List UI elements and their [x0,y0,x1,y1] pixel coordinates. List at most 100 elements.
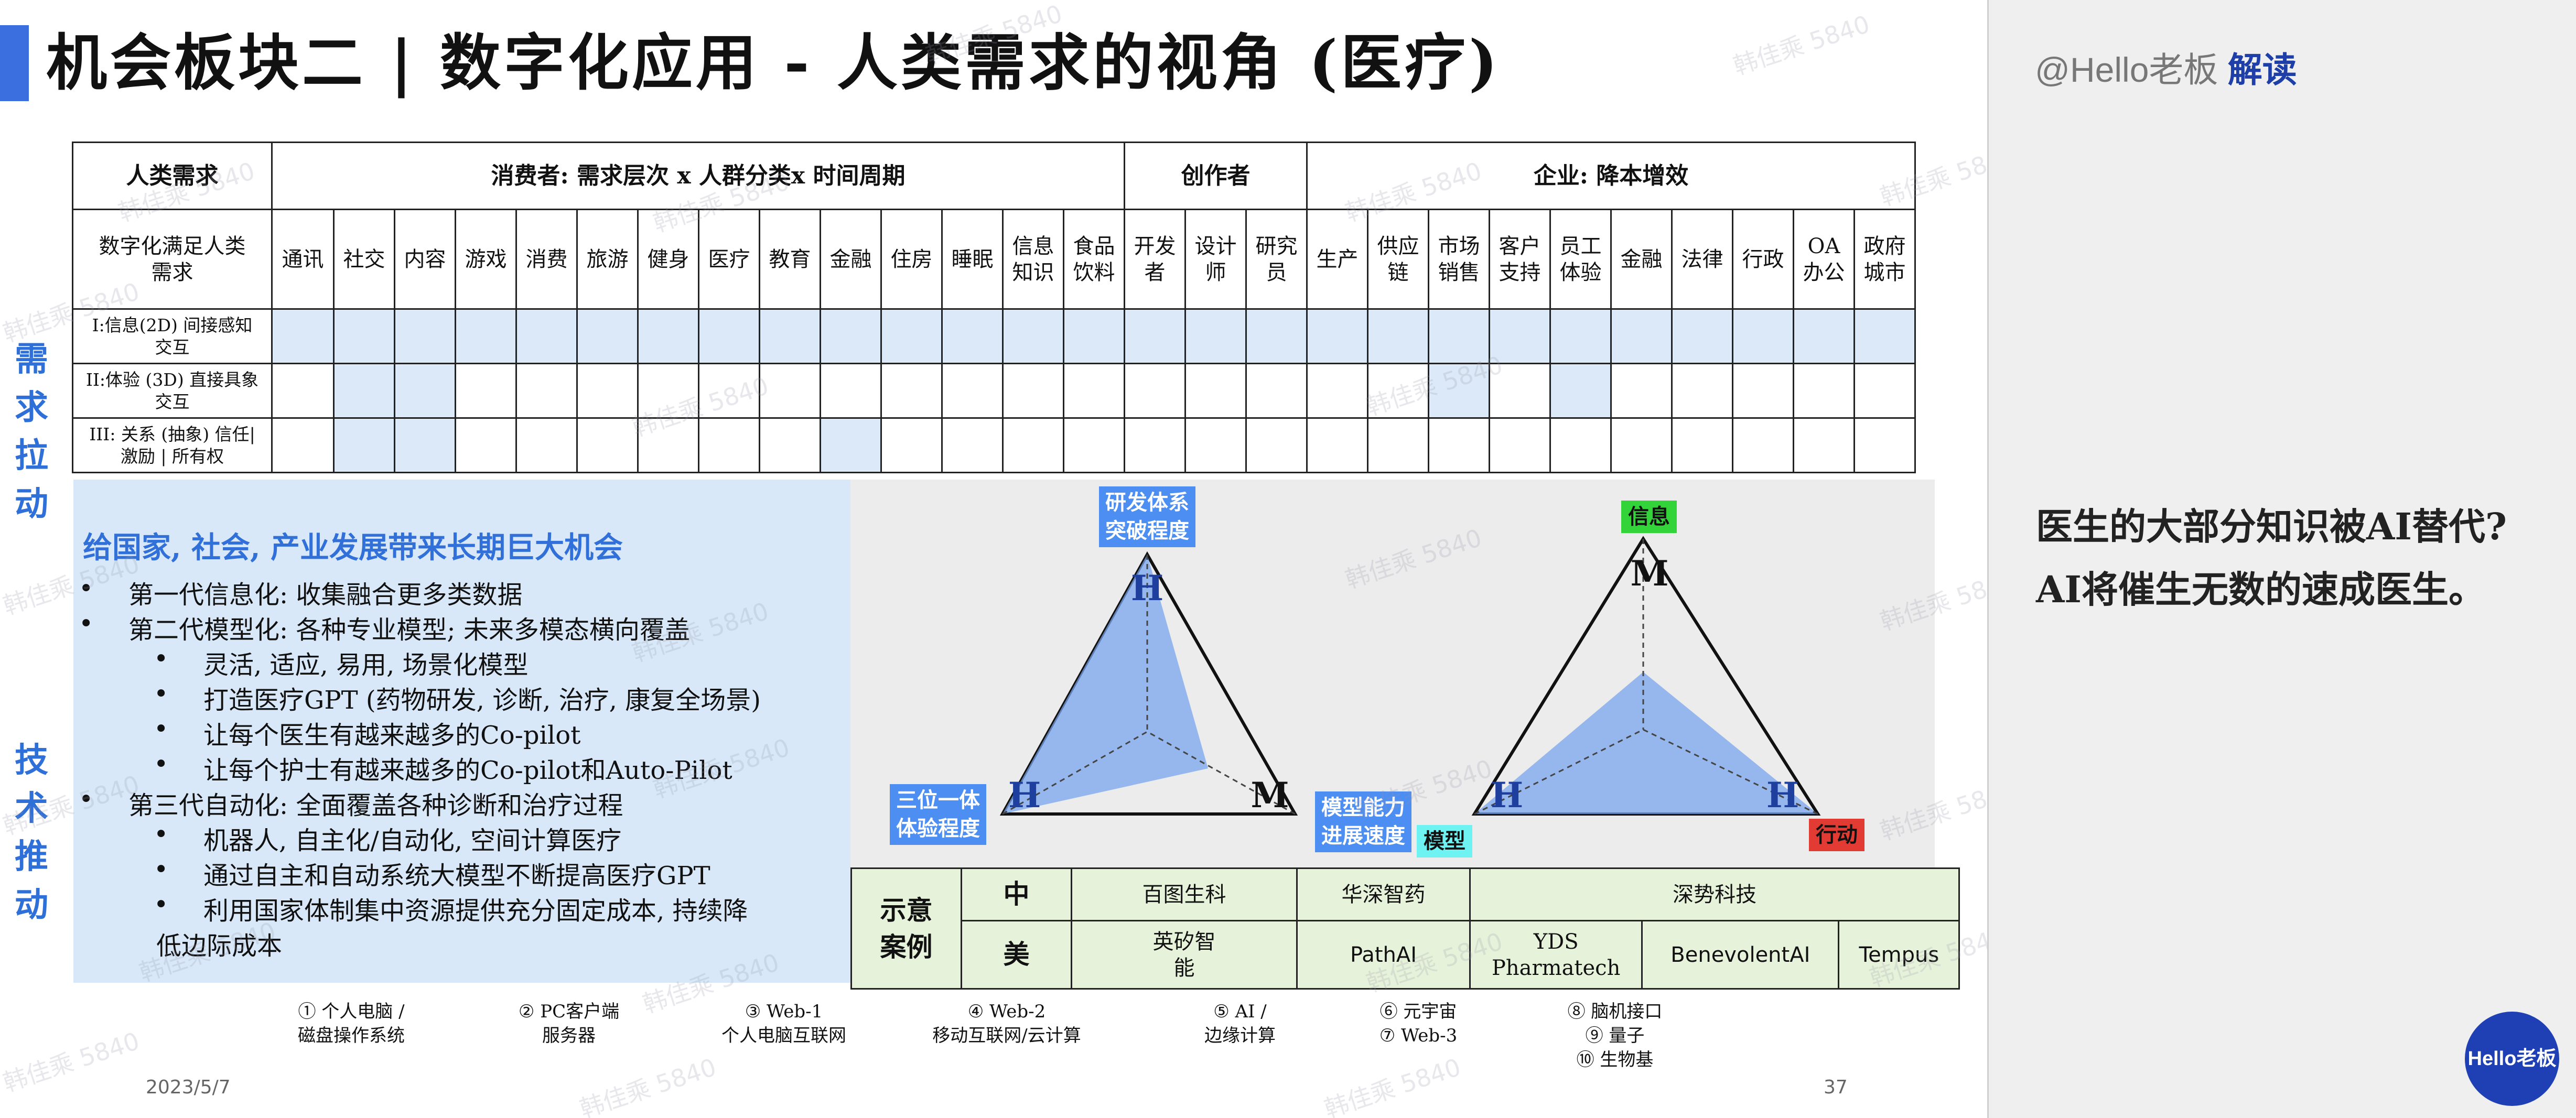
creator-header: 创作者 [1124,142,1308,210]
matrix-cell [1428,363,1490,419]
watermark-text: 韩佳乘 5840 [1730,9,1873,81]
matrix-cell [759,308,821,364]
matrix-cell [333,417,395,473]
matrix-cell [698,417,760,473]
bullet-level-2: 打造医疗GPT (药物研发, 诊断, 治疗, 康复全场景) [154,679,761,716]
matrix-cell [1489,417,1551,473]
bullet-level-1: 第一代信息化: 收集融合更多类数据 [79,574,522,611]
matrix-cell [1489,308,1551,364]
left-triangle-fill [1003,555,1208,814]
column-header: 供应链 [1367,209,1429,310]
timeline-item: ② PC客户端 服务器 [518,1001,620,1046]
demand-pull-label: 需求拉动 [15,340,48,524]
matrix-cell [1793,308,1855,364]
commentary-line-2: AI将催生无数的速成医生。 [2036,568,2486,611]
handle-text: @Hello老板 [2035,50,2218,89]
bullet-level-2: 利用国家体制集中资源提供充分固定成本, 持续降 [154,890,748,927]
matrix-cell [1793,417,1855,473]
bullet-level-2: 通过自主和自动系统大模型不断提高医疗GPT [154,855,710,892]
matrix-cell [394,308,456,364]
left-vertex-left: H [1008,775,1041,816]
column-header: 生产 [1306,209,1368,310]
matrix-cell [1002,363,1064,419]
case-usa-item: BenevolentAI [1641,920,1840,990]
matrix-cell [820,417,882,473]
matrix-cell [1002,308,1064,364]
matrix-cell [1245,417,1308,473]
triangle-diagrams: H H M M H H [999,536,1821,816]
timeline-item: ③ Web-1 个人电脑互联网 [721,1001,846,1046]
column-header: 金融 [820,209,882,310]
matrix-cell [1732,308,1794,364]
matrix-cell [1549,417,1612,473]
column-header: 金融 [1610,209,1673,310]
timeline-item: ⑧ 脑机接口 ⑨ 量子 ⑩ 生物基 [1567,1001,1663,1070]
tag-model-progress: 模型能力进展速度 [1315,791,1411,852]
matrix-cell [455,363,517,419]
matrix-cell [333,363,395,419]
matrix-cell [880,363,943,419]
timeline-item: ① 个人电脑 / 磁盘操作系统 [298,1001,405,1046]
needs-matrix-table: 人类需求 消费者: 需求层次 x 人群分类x 时间周期 创作者 企业: 降本增效… [72,142,1916,473]
handle-tag: 解读 [2227,50,2297,89]
left-vertex-right: M [1251,775,1289,816]
commentary-text: 医生的大部分知识被AI替代? AI将催生无数的速成医生。 [2036,495,2507,621]
case-usa-item: Tempus [1838,920,1960,990]
column-header: 健身 [637,209,699,310]
matrix-cell [271,417,335,473]
row-label-experience: II:体验 (3D) 直接具象交互 [72,363,273,419]
matrix-cell [1610,363,1673,419]
hello-boss-logo[interactable]: Hello老板 [2465,1012,2559,1106]
column-header: 医疗 [698,209,760,310]
matrix-cell [1306,363,1368,419]
commentary-line-1: 医生的大部分知识被AI替代? [2036,505,2507,548]
matrix-cell [820,308,882,364]
matrix-cell [1245,363,1308,419]
matrix-cell [1367,363,1429,419]
tag-trinity-experience: 三位一体体验程度 [890,784,986,845]
right-vertex-right: H [1766,775,1799,816]
matrix-cell [1671,417,1733,473]
matrix-cell [1732,417,1794,473]
matrix-cell [515,363,578,419]
matrix-cell [941,308,1004,364]
matrix-cell [1184,417,1247,473]
column-header: 内容 [394,209,456,310]
matrix-cell [271,308,335,364]
matrix-cell [1610,417,1673,473]
case-usa-item: PathAI [1296,920,1471,990]
matrix-cell [1853,363,1916,419]
timeline-item: ⑤ AI / 边缘计算 [1204,1001,1276,1046]
panel-title: 给国家, 社会, 产业发展带来长期巨大机会 [83,530,623,565]
bullet-level-2: 让每个医生有越来越多的Co-pilot [154,714,581,751]
matrix-cell [1306,417,1368,473]
column-header: 员工体验 [1549,209,1612,310]
matrix-cell [1671,363,1733,419]
watermark-text: 韩佳乘 5840 [0,1026,143,1098]
column-header: OA办公 [1793,209,1855,310]
matrix-cell [1428,308,1490,364]
page-number: 37 [1824,1077,1848,1098]
column-header: 食品饮料 [1063,209,1125,310]
matrix-cell [1063,417,1125,473]
matrix-cell [1184,363,1247,419]
case-china-label: 中 [961,867,1072,921]
right-vertex-left: H [1491,775,1523,816]
case-label: 示意案例 [850,867,962,990]
right-vertex-top: M [1630,553,1668,594]
tag-info: 信息 [1621,501,1677,533]
matrix-cell [1428,417,1490,473]
tech-push-label: 技术推动 [15,741,48,925]
title-accent-bar [0,25,29,101]
matrix-cell [576,417,639,473]
commentary-panel: @Hello老板 解读 医生的大部分知识被AI替代? AI将催生无数的速成医生。… [1987,0,2576,1118]
tag-action: 行动 [1809,819,1864,851]
matrix-cell [1793,363,1855,419]
matrix-cell [1610,308,1673,364]
matrix-cell [1853,417,1916,473]
matrix-cell [1732,363,1794,419]
matrix-cell [698,363,760,419]
matrix-cell [1671,308,1733,364]
consumer-header: 消费者: 需求层次 x 人群分类x 时间周期 [271,142,1125,210]
column-header: 设计师 [1184,209,1247,310]
